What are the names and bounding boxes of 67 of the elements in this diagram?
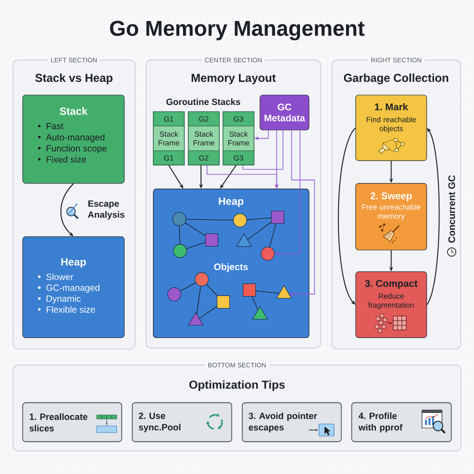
- tip-text: 4. Profile with pprof: [358, 412, 402, 432]
- step-title: 3. Compact: [365, 280, 418, 289]
- tip-text: 2. Use sync.Pool: [138, 412, 180, 432]
- tip-text: 3. Avoid pointer escapes: [248, 412, 318, 432]
- memory-box: [22, 236, 125, 338]
- object-square: [205, 233, 218, 247]
- connector-line: [199, 306, 218, 319]
- object-circle: [194, 272, 209, 286]
- connector-line: [180, 282, 196, 292]
- arrow: [60, 183, 74, 236]
- step-box: [355, 183, 427, 250]
- tip-card: [22, 402, 122, 442]
- list-item: Fixed size: [46, 156, 86, 163]
- section-heading: Garbage Collection: [344, 74, 448, 84]
- box-label: GC Metadata: [264, 104, 306, 122]
- connector-line: [252, 296, 258, 310]
- connector-line: [242, 130, 284, 170]
- stack-column: [222, 111, 254, 166]
- connector-line: [186, 242, 206, 250]
- list-item: Auto-managed: [46, 134, 104, 142]
- section-heading: Optimization Tips: [189, 380, 285, 392]
- connector-line: [184, 222, 206, 236]
- list-item: GC-managed: [46, 284, 100, 293]
- tip-card: [132, 402, 232, 442]
- object-circle: [260, 246, 275, 261]
- diagram-title: Go Memory Management: [110, 20, 365, 40]
- list-item: Flexible size: [46, 306, 95, 313]
- object-square: [271, 210, 284, 224]
- object-square: [216, 295, 230, 309]
- area-title: Heap: [218, 198, 244, 207]
- object-square: [242, 283, 256, 297]
- edge-label: Escape Analysis: [85, 199, 130, 221]
- step-box: [355, 271, 427, 338]
- connector-line: [256, 290, 280, 294]
- list-item: Dynamic: [46, 295, 81, 304]
- connector-line: [186, 218, 234, 220]
- connector-line: [196, 286, 202, 314]
- connector-line: [247, 222, 272, 240]
- step-title: 1. Mark: [374, 103, 408, 110]
- group-heading: Goroutine Stacks: [166, 98, 240, 106]
- memory-box: [22, 94, 125, 184]
- stack-column: [188, 111, 220, 166]
- tip-text: 1. Preallocate slices: [30, 413, 88, 432]
- metadata-box: [260, 94, 310, 130]
- heap-area: [152, 188, 310, 338]
- object-circle: [173, 244, 187, 258]
- object-circle: [167, 287, 182, 302]
- box-title: Heap: [61, 258, 86, 268]
- area-label: Objects: [214, 263, 248, 272]
- section-heading: Memory Layout: [192, 74, 276, 84]
- connector-line: [179, 226, 180, 244]
- connector-line: [269, 224, 276, 248]
- tip-card: [351, 402, 452, 442]
- connector-line: [246, 218, 272, 220]
- object-circle: [233, 213, 247, 228]
- step-title: 2. Sweep: [370, 192, 412, 202]
- edge-label: Concurrent GC: [447, 172, 456, 246]
- list-item: Function scope: [46, 144, 107, 154]
- stack-column: [152, 111, 185, 166]
- list-item: Slower: [46, 273, 74, 280]
- step-box: [355, 94, 427, 161]
- object-circle: [172, 212, 186, 226]
- tip-card: [242, 402, 342, 442]
- box-title: Stack: [60, 107, 88, 115]
- section-heading: Stack vs Heap: [35, 74, 112, 84]
- connector-line: [206, 284, 218, 296]
- list-item: Fast: [46, 123, 64, 130]
